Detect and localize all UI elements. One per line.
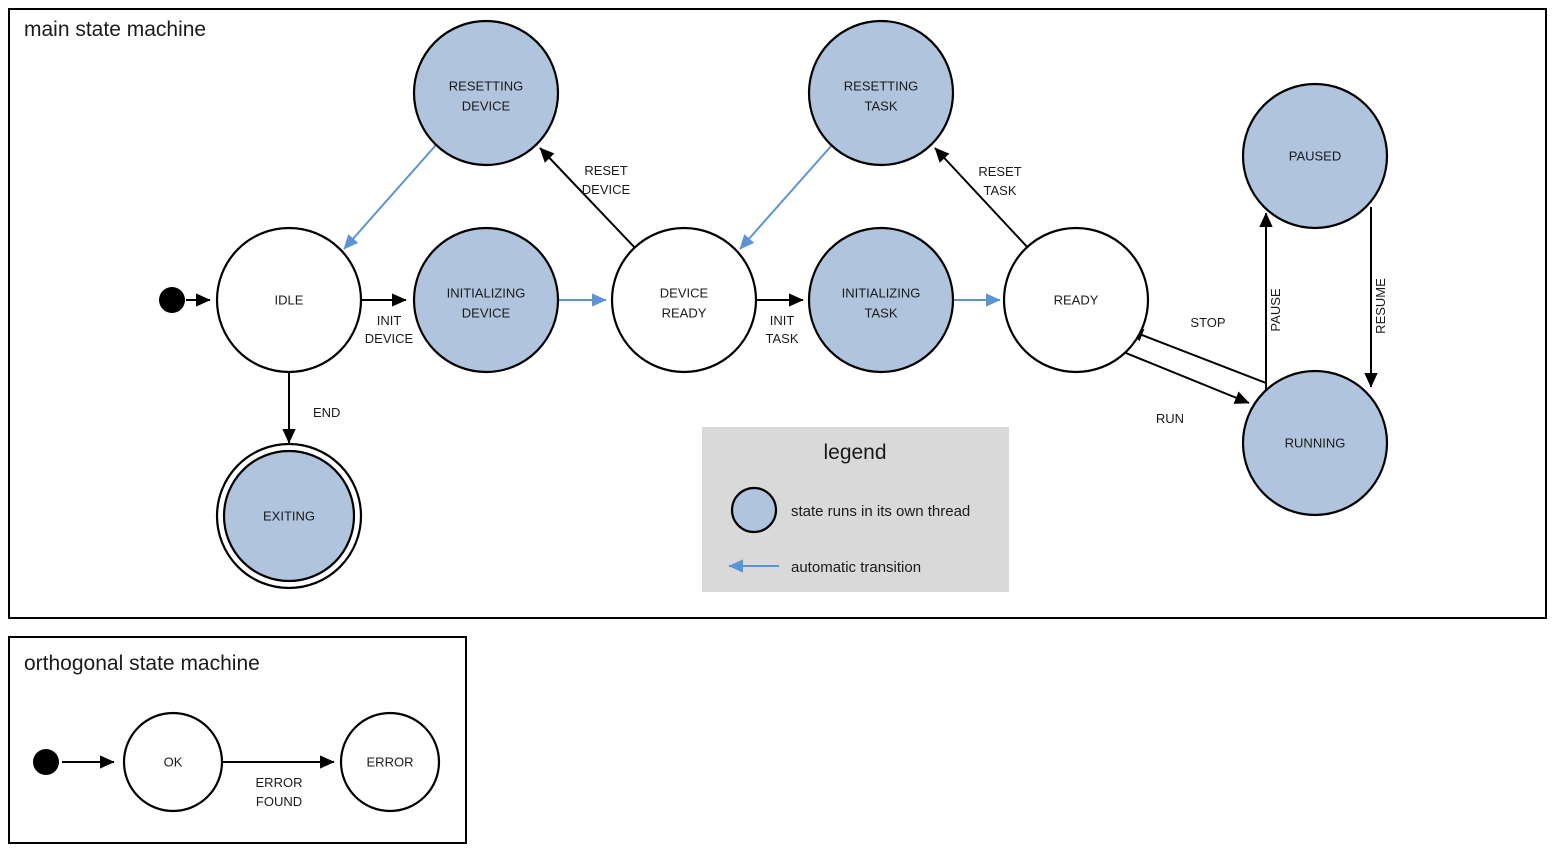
state-ok[interactable]: OK [122,711,224,813]
state-resetting-task[interactable]: RESETTING TASK [807,19,955,167]
main-transitions: INIT DEVICE END RESET DEVICE INIT TASK R… [186,144,1388,444]
legend-title: legend [823,441,886,464]
edge-label-pause: PAUSE [1268,288,1283,331]
state-exiting-label: EXITING [263,508,315,523]
state-resetting-task-label-line2: TASK [865,98,898,113]
transition-auto-resetting-device-idle[interactable] [343,144,437,250]
legend-auto-text: automatic transition [791,559,921,576]
edge-label-reset-device-line1: RESET [584,163,627,178]
state-paused-label: PAUSED [1289,148,1342,163]
state-idle[interactable]: IDLE [215,226,363,374]
edge-label-init-device-line1: INIT [377,313,402,328]
initial-state-dot[interactable] [159,287,185,313]
main-states: IDLE RESETTING DEVICE INITIALIZING DEVIC… [159,19,1389,590]
state-idle-label: IDLE [275,292,304,307]
edge-label-stop: STOP [1190,315,1225,330]
edge-label-init-task-line2: TASK [766,331,799,346]
state-exiting[interactable]: EXITING [215,442,363,590]
orthogonal-state-machine-frame: orthogonal state machine ERROR FOUND OK … [8,636,467,844]
state-ok-label: OK [164,754,183,769]
state-ready-label: READY [1054,292,1099,307]
state-error-label: ERROR [367,754,414,769]
state-device-ready-label-line2: READY [662,305,707,320]
state-resetting-device-label-line2: DEVICE [462,98,511,113]
edge-label-run: RUN [1156,411,1184,426]
legend-thread-text: state runs in its own thread [791,503,970,520]
state-running-label: RUNNING [1285,435,1346,450]
legend-thread-swatch-icon [730,486,778,534]
transition-auto-resetting-task-device-ready[interactable] [739,144,833,250]
edge-label-reset-task-line2: TASK [984,183,1017,198]
edge-label-reset-device-line2: DEVICE [582,182,631,197]
transition-run[interactable] [1115,348,1250,404]
state-initializing-device-label-line2: DEVICE [462,305,511,320]
edge-label-resume: RESUME [1373,278,1388,334]
transition-reset-device[interactable] [539,147,638,251]
state-initializing-task-label-line1: INITIALIZING [842,285,921,300]
legend: legend state runs in its own thread auto… [702,427,1009,592]
state-ready[interactable]: READY [1002,226,1150,374]
transition-reset-task[interactable] [934,147,1031,251]
edge-label-error-found-line1: ERROR [256,775,303,790]
edge-label-end: END [313,405,340,420]
state-running[interactable]: RUNNING [1241,369,1389,517]
state-resetting-device[interactable]: RESETTING DEVICE [412,19,560,167]
edge-label-reset-task-line1: RESET [978,164,1021,179]
orthogonal-frame-title: orthogonal state machine [24,652,260,675]
state-initializing-device-label-line1: INITIALIZING [447,285,526,300]
main-frame-title: main state machine [24,18,206,41]
edge-label-error-found-line2: FOUND [256,794,302,809]
edge-label-init-device-line2: DEVICE [365,331,414,346]
state-initializing-task[interactable]: INITIALIZING TASK [807,226,955,374]
edge-label-init-task-line1: INIT [770,313,795,328]
state-device-ready-label-line1: DEVICE [660,285,709,300]
state-paused[interactable]: PAUSED [1241,82,1389,230]
state-resetting-task-label-line1: RESETTING [844,78,918,93]
orthogonal-initial-state-dot[interactable] [33,749,59,775]
transition-stop[interactable] [1128,328,1267,384]
state-initializing-task-label-line2: TASK [865,305,898,320]
state-error[interactable]: ERROR [339,711,441,813]
state-resetting-device-label-line1: RESETTING [449,78,523,93]
state-initializing-device[interactable]: INITIALIZING DEVICE [412,226,560,374]
state-device-ready[interactable]: DEVICE READY [610,226,758,374]
